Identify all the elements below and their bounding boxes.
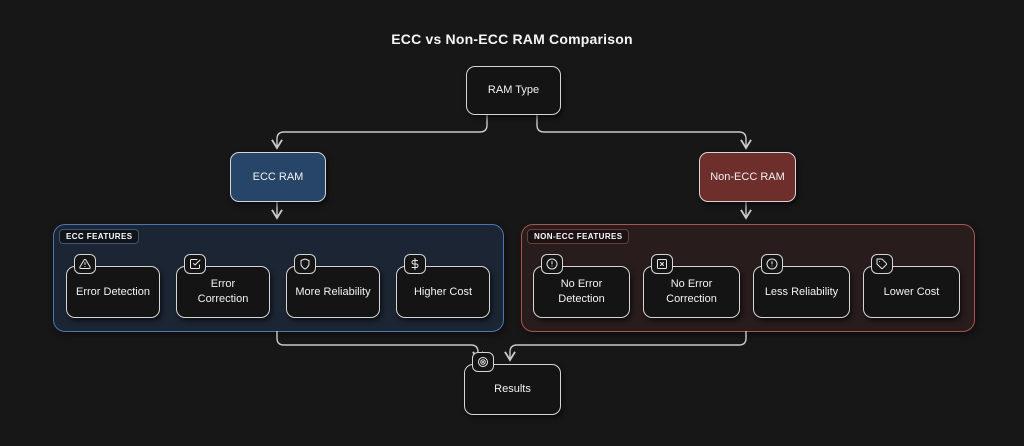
tag-icon bbox=[871, 254, 893, 274]
node-label: Error Correction bbox=[197, 278, 249, 305]
node-label: Results bbox=[494, 383, 531, 396]
page-title: ECC vs Non-ECC RAM Comparison bbox=[391, 31, 633, 47]
alert-circle-icon bbox=[761, 254, 783, 274]
shield-icon bbox=[294, 254, 316, 274]
node-label: RAM Type bbox=[487, 84, 540, 97]
node-higher-cost[interactable]: Higher Cost bbox=[396, 254, 490, 318]
node-less-reliability[interactable]: Less Reliability bbox=[753, 254, 850, 318]
node-non-ecc-ram[interactable]: Non-ECC RAM bbox=[699, 152, 796, 202]
check-square-icon bbox=[184, 254, 206, 274]
ecc-features-badge: ECC FEATURES bbox=[59, 229, 140, 244]
node-label: Error Detection bbox=[76, 285, 150, 298]
connector-ramtype-to-nonecc bbox=[536, 114, 752, 150]
node-results[interactable]: Results bbox=[464, 352, 561, 415]
node-label: No Error Correction bbox=[666, 278, 717, 305]
dollar-icon bbox=[404, 254, 426, 274]
node-ram-type[interactable]: RAM Type bbox=[466, 66, 561, 115]
warning-triangle-icon bbox=[74, 254, 96, 274]
node-label: Lower Cost bbox=[883, 285, 940, 298]
connector-noneccfeatures-to-results bbox=[504, 331, 747, 362]
node-error-correction[interactable]: Error Correction bbox=[176, 254, 270, 318]
node-no-error-detection[interactable]: No Error Detection bbox=[533, 254, 630, 318]
target-icon bbox=[472, 352, 494, 372]
node-label: No Error Detection bbox=[558, 278, 605, 305]
connector-eccfeatures-to-results bbox=[276, 331, 484, 362]
node-label: Less Reliability bbox=[764, 285, 839, 298]
node-error-detection[interactable]: Error Detection bbox=[66, 254, 160, 318]
node-more-reliability[interactable]: More Reliability bbox=[286, 254, 380, 318]
connector-ramtype-to-ecc bbox=[271, 114, 488, 150]
node-label: More Reliability bbox=[295, 285, 371, 298]
node-lower-cost[interactable]: Lower Cost bbox=[863, 254, 960, 318]
alert-circle-icon bbox=[541, 254, 563, 274]
node-label: ECC RAM bbox=[252, 170, 304, 183]
node-label: Non-ECC RAM bbox=[710, 170, 785, 183]
node-label: Higher Cost bbox=[413, 285, 473, 298]
non-ecc-features-badge: NON-ECC FEATURES bbox=[527, 229, 630, 244]
node-no-error-correction[interactable]: No Error Correction bbox=[643, 254, 740, 318]
node-ecc-ram[interactable]: ECC RAM bbox=[230, 152, 326, 202]
x-square-icon bbox=[651, 254, 673, 274]
